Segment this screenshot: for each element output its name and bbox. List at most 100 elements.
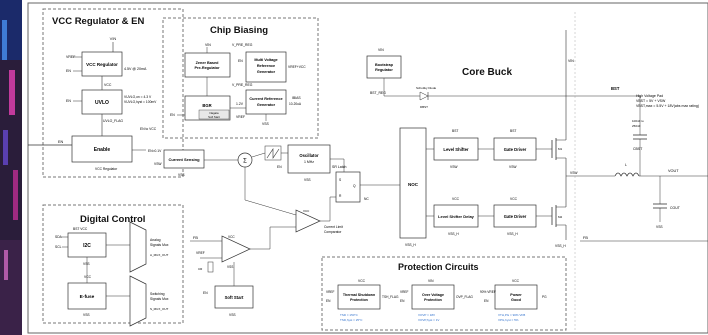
tsd-flag-label: TSH_FLAG	[382, 295, 399, 299]
sigma-glyph: Σ	[243, 159, 247, 165]
cbst-val-2: 250nF	[632, 124, 641, 128]
zener-preregulator-block	[185, 53, 230, 77]
ibias-value: 10-20uA	[289, 102, 302, 106]
gd2-vcc-label: VCC	[510, 197, 518, 201]
tsd-en-label: EN	[326, 299, 331, 303]
bgr-en-label: EN	[170, 113, 175, 117]
curref-vss-label: VSS	[262, 122, 270, 126]
pg-label-1: Power	[510, 293, 522, 297]
ea-vss-label: VSS	[227, 265, 233, 269]
osc-en-label: EN	[277, 165, 282, 169]
vcc-section-title: VCC Regulator & EN	[52, 16, 145, 27]
inductor-label: L	[625, 163, 627, 167]
tsd-val-2: TSD,hyst = 25°C	[340, 318, 363, 322]
ibias-label: IBIAS	[292, 96, 301, 100]
vsw-node-label: VSW	[570, 171, 578, 175]
cl-vcc-label: VCC	[303, 209, 310, 213]
vcc-vin-label: VIN	[110, 36, 117, 41]
cbst-val-1: 100nF to	[632, 119, 644, 123]
bst-title: BST	[611, 86, 620, 91]
latch-q: Q	[353, 184, 356, 188]
analog-mux-label-2: Signals Mux	[150, 243, 169, 247]
ls-vsw-label: VSW	[450, 165, 458, 169]
mvref-label-3: Generator	[257, 70, 276, 74]
tsd-label-2: Protection	[350, 298, 368, 302]
lsd-vss-label: VSS_H	[448, 232, 459, 236]
curref-label-2: Generator	[257, 103, 276, 107]
pg-val-1: VTH,PG = 90% VFB	[498, 313, 525, 317]
osc-vss-label: VSS	[304, 178, 311, 182]
ls-delay-label: Level Shifter Delay	[438, 214, 475, 219]
m1-label: M1	[558, 147, 562, 151]
efuse-vcc-label: VCC	[84, 275, 92, 279]
mvref-en-label: EN	[238, 59, 243, 63]
pg-en-label: EN	[484, 299, 489, 303]
gd1-bst-label: BST	[510, 129, 516, 133]
diode-name: DBST	[420, 105, 428, 109]
cbst-label: CBST	[633, 147, 643, 151]
power-good-block	[495, 285, 537, 309]
ss-en-label: EN	[203, 291, 208, 295]
switching-mux-icon	[130, 276, 146, 326]
en-to-vcc-label: EN to VCC	[140, 127, 157, 131]
bootstrap-regulator-block	[367, 56, 401, 78]
pg-val-2: VPG,hyst = 5%	[498, 318, 519, 322]
oscillator-block	[288, 145, 330, 173]
uvlo-label: UVLO	[95, 100, 109, 106]
sr-latch-label: SR Latch	[332, 165, 346, 169]
vcc-en-in-label: EN	[66, 69, 71, 73]
vcc-regulator-label: VCC Regulator	[86, 62, 118, 67]
uvlo-en-label: EN	[66, 99, 71, 103]
ea-vcc-label: VCC	[228, 235, 235, 239]
gate-driver-high-label: Gate Driver	[504, 147, 527, 152]
m2-label: M2	[558, 215, 562, 219]
bgr-v12-label: 1.2V	[236, 102, 244, 106]
level-shifter-label: Level Shifter	[443, 147, 469, 152]
current-sensing-label: Current Sensing	[168, 157, 200, 162]
bst-note-3: VBST,max = 5.5V + 18V(abs max rating)	[636, 104, 699, 108]
thermal-shutdown-block	[338, 285, 380, 309]
core-buck-title: Core Buck	[462, 67, 512, 78]
left-photo-strip	[0, 0, 22, 335]
gd1-vsw-label: VSW	[509, 165, 517, 169]
ea-vref-label: VREF	[196, 251, 205, 255]
bgr-vref-label: VREF	[236, 115, 245, 119]
mvref-label-1: Multi Voltage	[254, 58, 277, 62]
noc-label: NOC	[408, 182, 419, 187]
efuse-label: E-fuse	[80, 294, 95, 300]
i2c-vss-label: VSS	[83, 262, 90, 266]
en-threshold-label: EN=0.1V	[148, 149, 162, 153]
oscillator-freq: 1 MHz	[304, 160, 314, 164]
uvlo-note-1: VUVLO,on = 4.3 V	[124, 95, 152, 99]
mvref-label-2: Reference	[257, 64, 275, 68]
bst-note-2: VBST = 5V + VSW	[636, 99, 666, 103]
ovp-flag-label: OVP_FLAG	[456, 295, 473, 299]
vcc-note: 4.5V @ 20mA	[124, 67, 147, 71]
efuse-vss-label: VSS	[83, 313, 90, 317]
zener-vin-label: VIN	[205, 43, 211, 47]
ovp-vref-label: VREF	[400, 290, 409, 294]
vcc-regulator-sub-label: VCC Regulator	[95, 167, 118, 171]
bst-reg-label: BST_REG	[370, 91, 386, 95]
analog-mux-label-1: Analog	[150, 238, 161, 242]
uvlo-note-2: VUVLO,hyst = 100mV	[124, 100, 157, 104]
tsd-val-1: TSD = 150°C	[340, 313, 359, 317]
digital-section-title: Digital Control	[80, 214, 145, 225]
gd2-vss-label: VSS_H	[507, 232, 518, 236]
cout-label: COUT	[670, 206, 681, 210]
cout-vss-label: VSS	[656, 225, 663, 229]
oscillator-label: Oscillator	[299, 153, 319, 158]
ovp-en-label: EN	[400, 299, 405, 303]
fb-label: FB	[583, 236, 588, 240]
vpre-reg-top: V_PRE_REG	[232, 43, 253, 47]
sda-label: SDA	[55, 235, 63, 239]
vss-h-label: VSS_H	[555, 244, 566, 248]
latch-nc: NC	[364, 197, 369, 201]
cl-comp-label-1: Current Limit	[324, 225, 343, 229]
switching-mux-label-1: Switching	[150, 292, 165, 296]
cl-comp-label-2: Comparator	[324, 230, 342, 234]
soft-start-label: Soft Start	[225, 295, 244, 300]
ss-vss-label: VSS	[229, 313, 236, 317]
vout-label: VOUT	[668, 169, 679, 173]
